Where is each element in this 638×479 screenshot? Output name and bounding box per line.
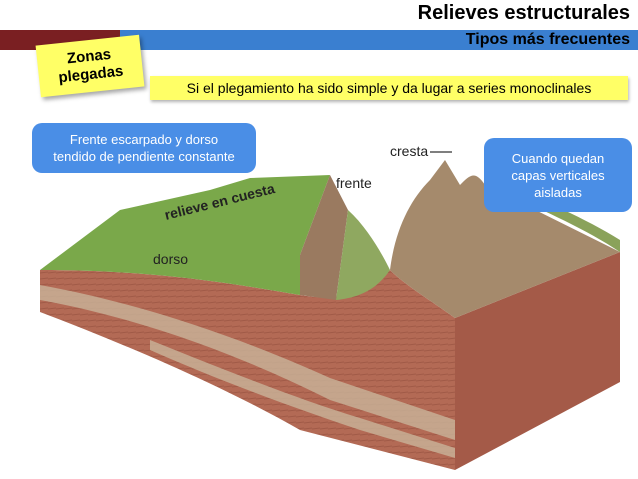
valley-floor <box>336 210 390 300</box>
callout-right-line-1: Cuando quedan <box>511 150 605 166</box>
slide-title: Relieves estructurales <box>417 2 630 24</box>
capas-verticales-callout: Cuando quedan capas verticales aisladas <box>484 138 632 212</box>
frente-dorso-callout: Frente escarpado y dorso tendido de pend… <box>32 123 256 173</box>
slide-subtitle: Tipos más frecuentes <box>465 31 630 48</box>
dorso-slope <box>40 175 330 295</box>
block-right-face <box>455 252 620 470</box>
callout-right-line-2: capas verticales <box>511 167 605 183</box>
header-bar-blue <box>120 30 638 50</box>
frente-label: frente <box>336 175 372 191</box>
cresta-label: cresta <box>390 143 428 159</box>
dorso-label: dorso <box>153 251 188 267</box>
stratum-band <box>40 285 455 440</box>
frente-scarp <box>300 175 348 300</box>
zonas-plegadas-sticky-note: Zonas plegadas <box>35 34 145 98</box>
callout-left-line-2: tendido de pendiente constante <box>53 149 235 164</box>
stratum-band <box>150 340 455 458</box>
callout-left-line-1: Frente escarpado y dorso <box>69 132 219 147</box>
cresta-ridge <box>390 160 620 318</box>
callout-right-line-3: aisladas <box>534 184 582 200</box>
monoclinal-note: Si el plegamiento ha sido simple y da lu… <box>150 76 628 100</box>
